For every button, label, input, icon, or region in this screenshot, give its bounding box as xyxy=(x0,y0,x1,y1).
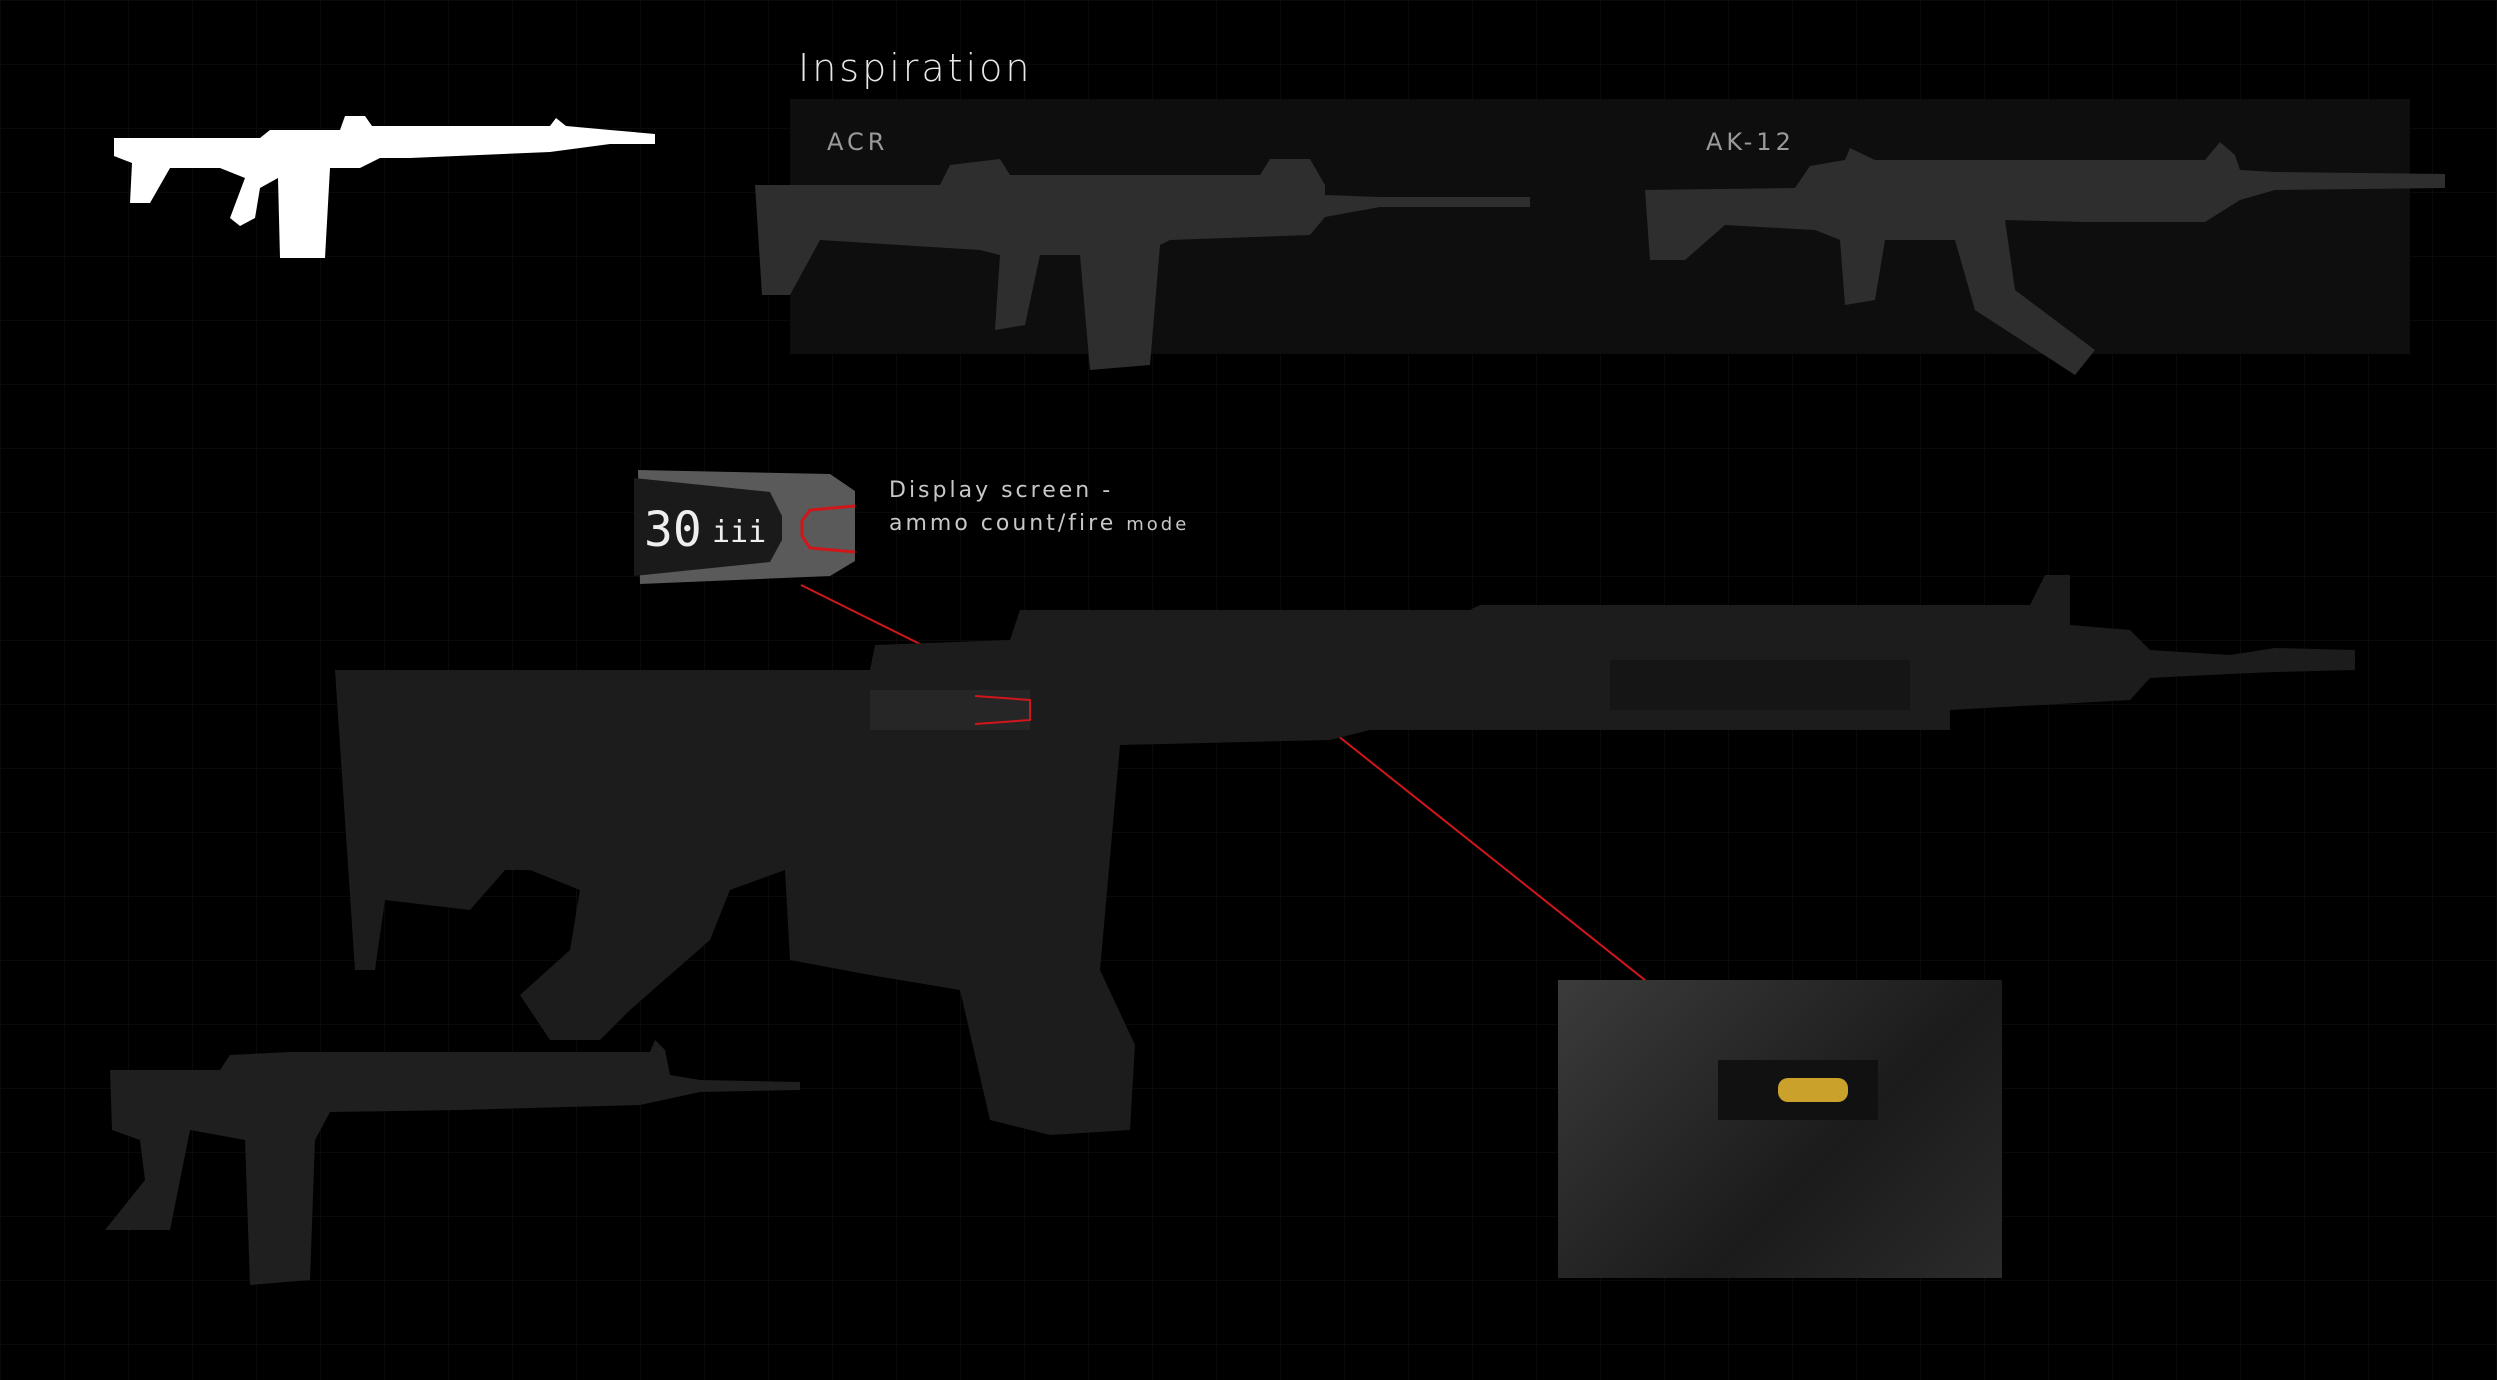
ejection-port-detail-photo xyxy=(1558,980,2002,1278)
main-rifle-concept xyxy=(335,575,2355,1135)
fire-mode-readout: iii xyxy=(712,515,766,550)
compact-rifle-variant xyxy=(105,1040,800,1285)
display-screen-callout: Display screen - ammo count/fire mode xyxy=(889,474,1189,541)
chambered-round-detail xyxy=(1718,1060,1878,1120)
callout-line-2-small: mode xyxy=(1126,514,1190,535)
section-title: Inspiration xyxy=(798,46,1033,90)
callout-line-2: ammo count/fire xyxy=(889,511,1117,536)
callout-line-1: Display screen - xyxy=(889,478,1114,503)
ak12-reference-image xyxy=(1645,142,2445,375)
rifle-silhouette xyxy=(114,116,655,258)
acr-reference-image xyxy=(755,159,1530,370)
display-screen-closeup: 30 iii xyxy=(634,470,856,584)
reference-label-acr: ACR xyxy=(827,128,889,156)
reference-label-ak12: AK-12 xyxy=(1706,128,1795,156)
ammo-count-readout: 30 xyxy=(644,502,702,558)
